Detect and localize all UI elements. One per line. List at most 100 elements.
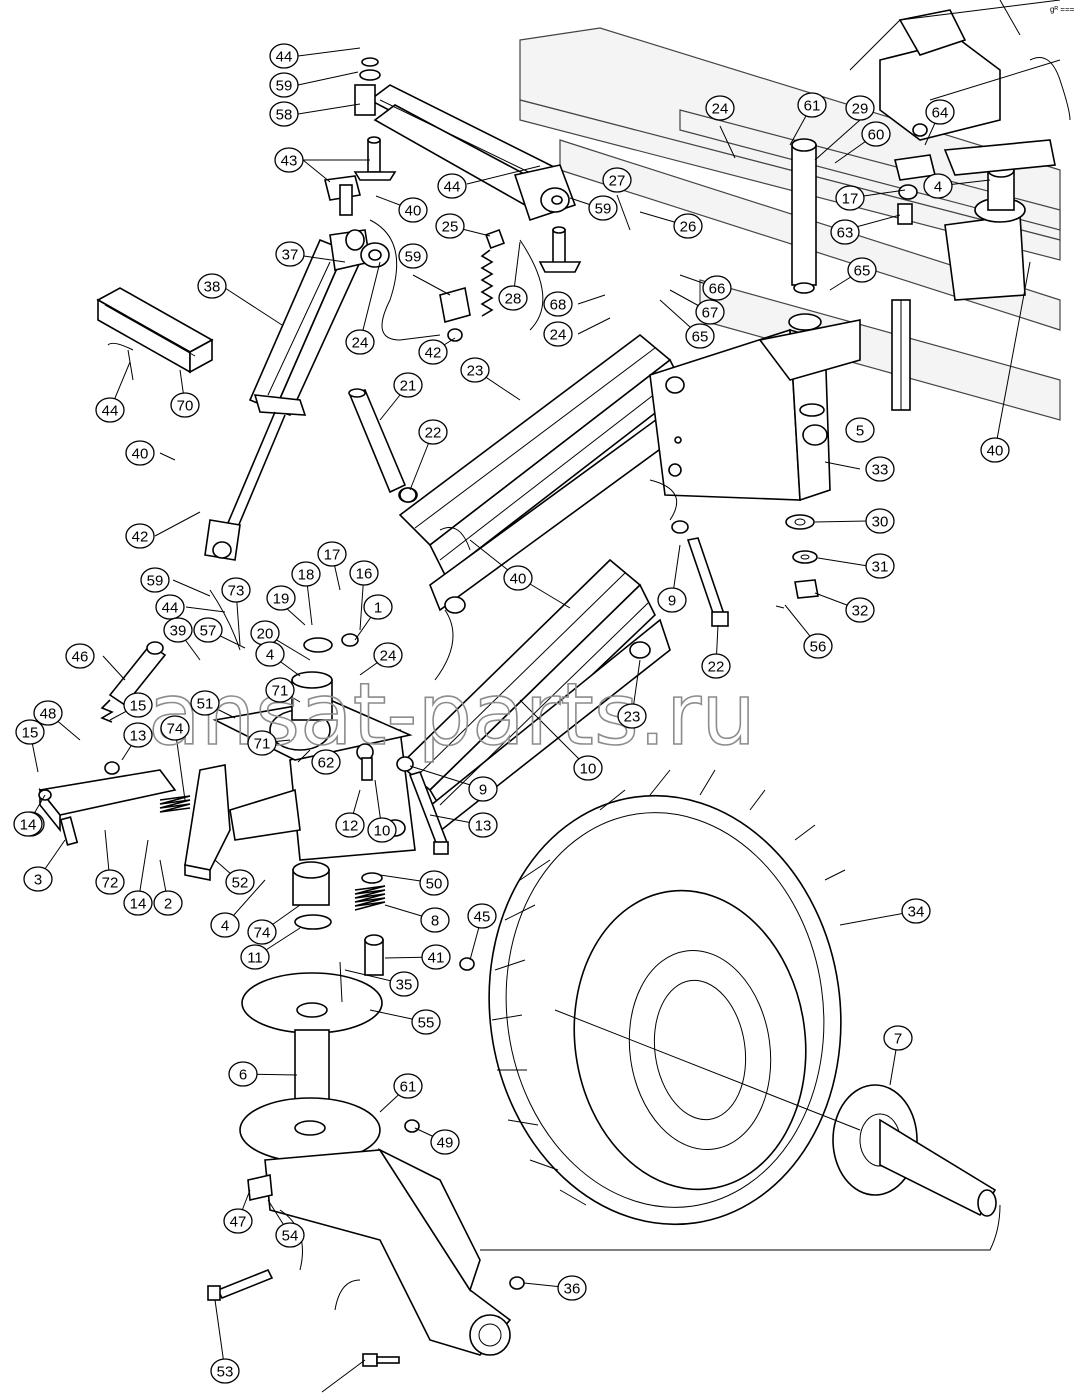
callout-circle — [95, 397, 125, 423]
callout-number: 7 — [894, 1031, 902, 1048]
callout-number: 60 — [868, 127, 885, 144]
callout-circle — [269, 43, 299, 69]
callout-49: 49 — [430, 1129, 460, 1155]
callout-circle — [602, 167, 632, 193]
callout-3: 3 — [23, 866, 53, 892]
watermark: ansat-parts.ru — [148, 665, 756, 765]
callout-circle — [411, 1009, 441, 1035]
callout-circle — [349, 560, 379, 586]
callout-circle — [274, 147, 304, 173]
callout-circle — [225, 869, 255, 895]
callout-circle — [588, 195, 618, 221]
callout-number: 22 — [425, 425, 442, 442]
callout-number: 59 — [276, 78, 293, 95]
callout-40: 40 — [980, 437, 1010, 463]
nut-54 — [509, 1276, 525, 1290]
callout-circle — [430, 1129, 460, 1155]
upper-hydraulic-cylinder — [354, 57, 577, 222]
leader-lines — [27, 47, 1031, 1393]
callout-number: 23 — [467, 363, 484, 380]
callout-10: 10 — [367, 817, 397, 843]
callout-circle — [170, 392, 200, 418]
callout-circle — [695, 299, 725, 325]
callout-circle — [311, 749, 341, 775]
callout-44: 44 — [269, 43, 299, 69]
callout-circle — [190, 690, 220, 716]
callout-31: 31 — [865, 553, 895, 579]
callout-56: 56 — [803, 633, 833, 659]
callout-number: 18 — [298, 567, 315, 584]
bolt-53 — [362, 1353, 400, 1367]
callout-circle — [123, 722, 153, 748]
callout-number: 9 — [479, 782, 487, 799]
callout-38: 38 — [197, 273, 227, 299]
callout-number: 20 — [257, 626, 274, 643]
callout-number: 42 — [425, 345, 442, 362]
callout-40: 40 — [398, 197, 428, 223]
callout-4: 4 — [255, 641, 285, 667]
callout-9: 9 — [468, 776, 498, 802]
callout-59: 59 — [588, 195, 618, 221]
callout-circle — [845, 95, 875, 121]
callout-circle — [367, 817, 397, 843]
callout-42: 42 — [125, 523, 155, 549]
callout-circle — [269, 101, 299, 127]
callout-circle — [335, 812, 365, 838]
callout-number: 14 — [130, 896, 147, 913]
callout-circle — [419, 870, 449, 896]
callout-number: 55 — [418, 1015, 435, 1032]
callout-number: 39 — [170, 623, 187, 640]
callout-circle — [389, 971, 419, 997]
callout-37: 37 — [275, 241, 305, 267]
callout-11: 11 — [240, 944, 270, 970]
callout-58: 58 — [269, 101, 299, 127]
callout-number: 27 — [609, 173, 626, 190]
callout-circle — [221, 577, 251, 603]
pivot-plate-assembly — [212, 633, 416, 861]
callout-circle — [861, 121, 891, 147]
callout-36: 36 — [557, 1275, 587, 1301]
callout-circle — [901, 898, 931, 924]
nut-61 — [404, 1119, 420, 1133]
callout-number: 48 — [40, 706, 57, 723]
callout-number: 14 — [20, 817, 37, 834]
callout-number: 64 — [932, 105, 949, 122]
callout-circle — [265, 677, 295, 703]
callout-number: 45 — [474, 909, 491, 926]
callout-circle — [865, 553, 895, 579]
callout-51: 51 — [190, 690, 220, 716]
callout-circle — [363, 594, 393, 620]
callout-40: 40 — [503, 565, 533, 591]
callout-number: 24 — [550, 327, 567, 344]
long-cylinder-37 — [204, 229, 390, 561]
callout-59: 59 — [269, 72, 299, 98]
callout-circle — [701, 653, 731, 679]
callout-number: 4 — [221, 918, 229, 935]
callout-number: 40 — [510, 571, 527, 588]
callout-number: 59 — [147, 573, 164, 590]
callout-number: 8 — [431, 913, 439, 930]
callout-number: 44 — [444, 179, 461, 196]
callout-32: 32 — [845, 597, 875, 623]
callout-circle — [980, 437, 1010, 463]
callout-number: 65 — [854, 263, 871, 280]
callout-65: 65 — [685, 323, 715, 349]
callout-57: 57 — [193, 617, 223, 643]
callout-number: 74 — [167, 721, 184, 738]
callout-number: 2 — [164, 896, 172, 913]
callout-number: 13 — [475, 818, 492, 835]
callout-circle — [421, 944, 451, 970]
callout-61: 61 — [797, 92, 827, 118]
rod-21 — [348, 388, 417, 503]
callout-number: 74 — [254, 925, 271, 942]
callout-number: 40 — [987, 443, 1004, 460]
callout-circle — [291, 561, 321, 587]
bracket-33 — [649, 319, 861, 502]
bolt-9-upper — [671, 520, 729, 627]
callout-circle — [797, 92, 827, 118]
callout-48: 48 — [33, 700, 63, 726]
callout-circle — [247, 730, 277, 756]
callout-number: 21 — [400, 378, 417, 395]
callout-circle — [269, 72, 299, 98]
callout-24: 24 — [543, 321, 573, 347]
